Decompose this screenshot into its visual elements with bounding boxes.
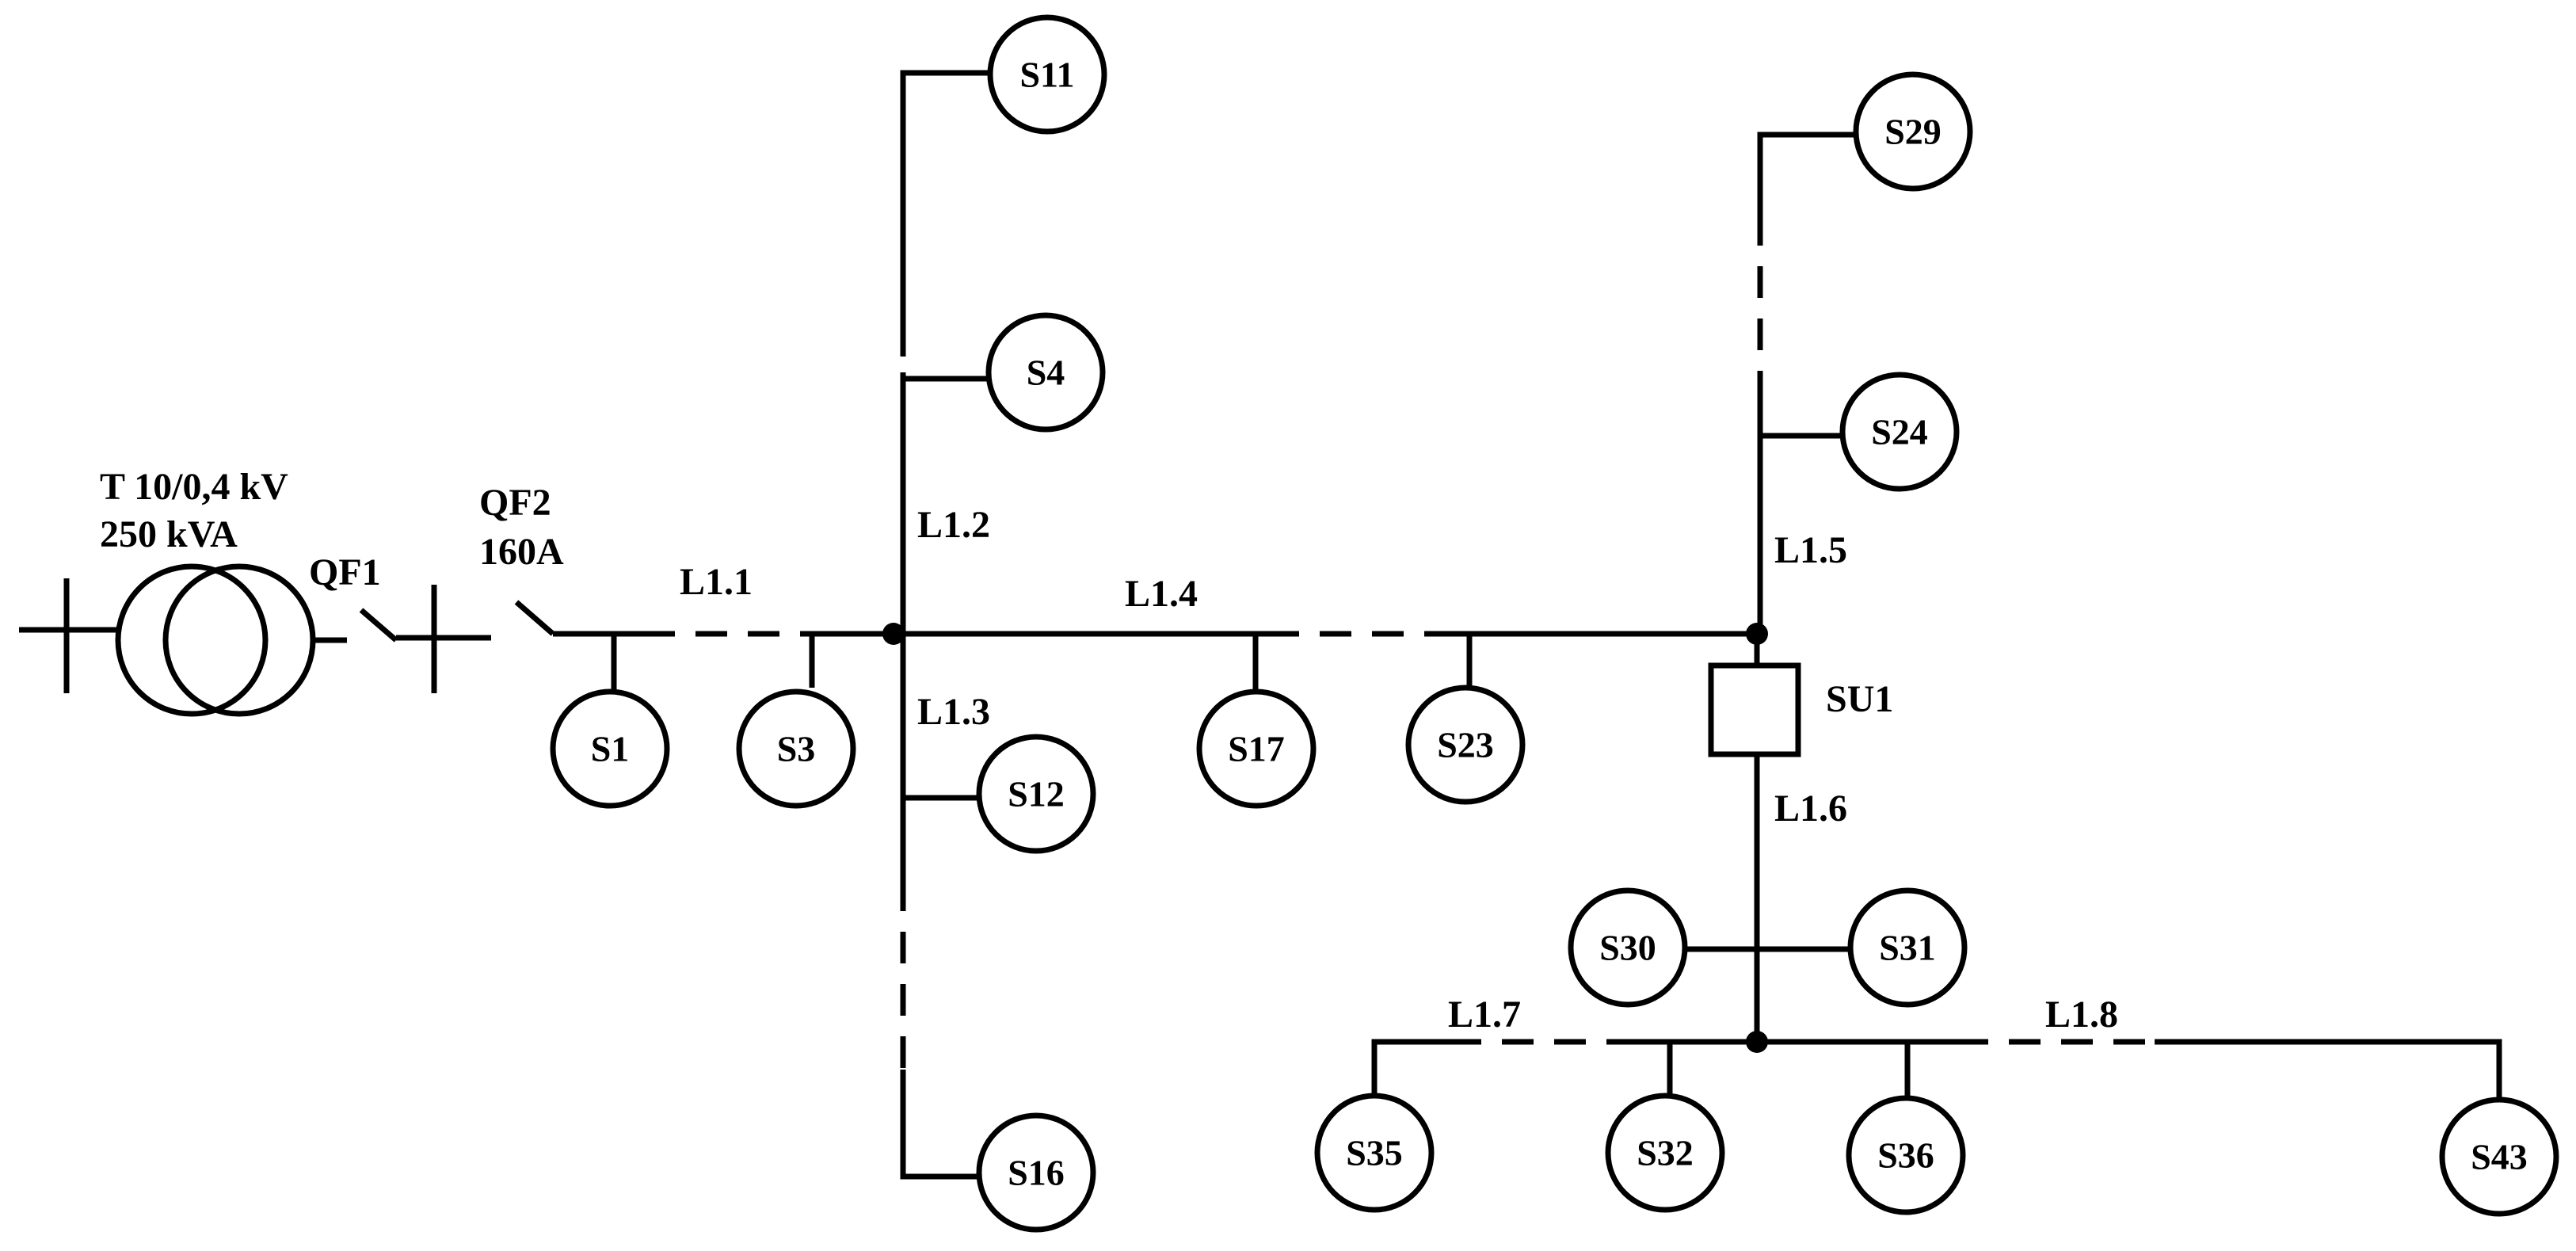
qf2-label: QF2 [479,482,551,524]
node-s1: S1 [550,688,670,809]
qf2-rating: 160A [479,531,564,573]
svg-text:S30: S30 [1599,928,1656,968]
node-s24: S24 [1839,372,1960,492]
node-s35: S35 [1314,1093,1435,1213]
line-label-l1-8: L1.8 [2045,994,2118,1036]
node-s17: S17 [1196,688,1317,809]
su1-label: SU1 [1826,678,1893,720]
svg-text:S23: S23 [1437,725,1494,765]
qf1-label: QF1 [309,551,381,593]
qf2-breaker-symbol [514,600,627,637]
line-label-l1-4: L1.4 [1125,573,1198,615]
svg-text:S32: S32 [1637,1133,1694,1173]
line-label-l1-7: L1.7 [1448,994,1521,1036]
svg-text:S12: S12 [1008,774,1065,814]
svg-text:S31: S31 [1879,928,1936,968]
node-s36: S36 [1846,1095,1966,1215]
node-s3: S3 [736,688,856,809]
svg-text:S11: S11 [1019,55,1074,95]
line-label-l1-1: L1.1 [680,561,753,603]
line-label-l1-5: L1.5 [1774,529,1847,571]
node-s32: S32 [1605,1093,1725,1213]
svg-text:S36: S36 [1877,1135,1934,1176]
svg-text:S24: S24 [1871,412,1928,452]
node-s29: S29 [1853,71,1973,192]
svg-text:S3: S3 [777,729,816,769]
svg-text:S35: S35 [1346,1133,1403,1173]
node-s11: S11 [987,14,1107,135]
node-s31: S31 [1847,887,1968,1008]
node-s43: S43 [2439,1097,2559,1217]
svg-text:S4: S4 [1027,353,1065,393]
line-label-l1-2: L1.2 [917,504,990,546]
transformer-symbol [19,563,347,717]
qf1-breaker-symbol [359,585,491,693]
su1-unit-box [1708,662,1801,757]
svg-text:S16: S16 [1008,1153,1065,1193]
node-s30: S30 [1568,887,1688,1008]
svg-text:S1: S1 [591,729,630,769]
svg-text:S17: S17 [1228,729,1285,769]
node-s12: S12 [976,734,1096,854]
line-label-l1-6: L1.6 [1774,788,1847,830]
svg-text:S29: S29 [1884,112,1942,152]
junction-point [882,623,905,645]
svg-text:S43: S43 [2471,1137,2528,1177]
transformer-rating-line2: 250 kVA [100,513,238,555]
line-label-l1-3: L1.3 [917,691,990,733]
transformer-rating-line1: T 10/0,4 kV [100,466,288,508]
node-s23: S23 [1405,685,1526,805]
junction-point [1746,1031,1768,1053]
node-s4: S4 [985,312,1106,433]
node-s16: S16 [976,1112,1096,1233]
